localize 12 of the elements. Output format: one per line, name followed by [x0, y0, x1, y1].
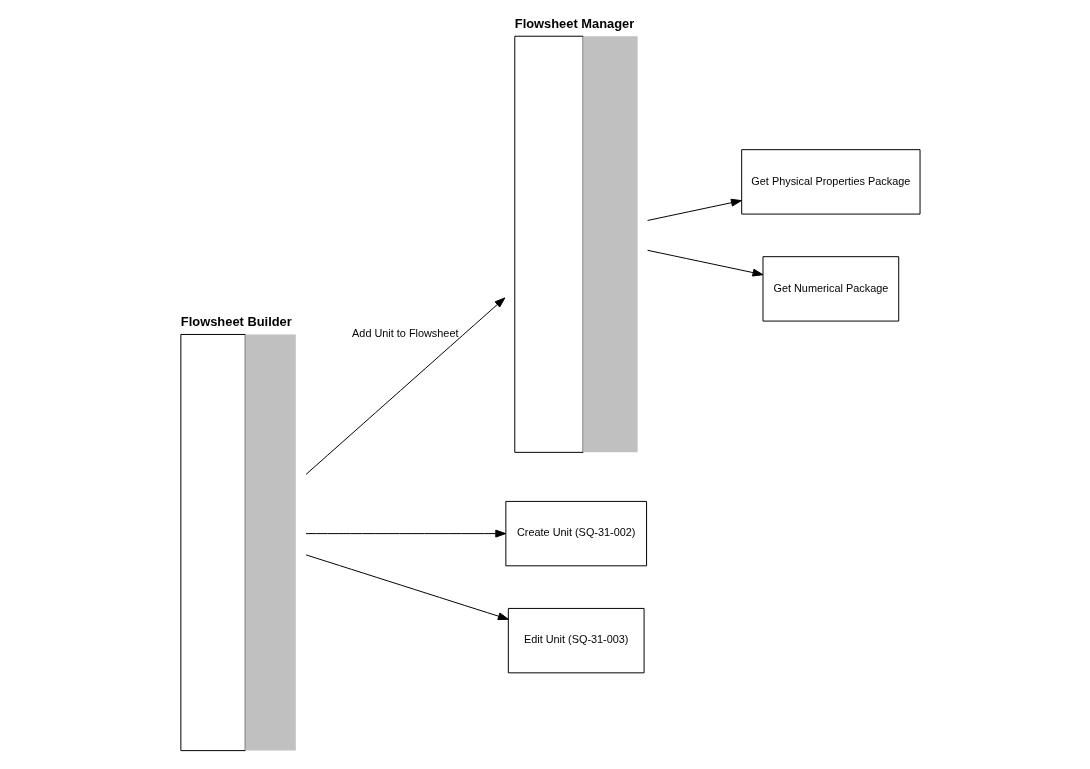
node-box: Edit Unit (SQ-31-003) [507, 607, 645, 674]
node-box: Get Physical Properties Package [740, 149, 921, 215]
arrow [305, 554, 509, 621]
arrow [646, 249, 763, 277]
node-box: Create Unit (SQ-31-002) [504, 500, 647, 567]
node-label: Flowsheet Manager [514, 15, 634, 31]
arrow [305, 529, 506, 538]
arrow [646, 198, 742, 221]
node-label: Flowsheet Builder [180, 313, 292, 329]
node-box: Get Numerical Package [762, 256, 899, 322]
arrow [305, 297, 505, 475]
edge-label: Add Unit to Flowsheet [351, 327, 458, 340]
